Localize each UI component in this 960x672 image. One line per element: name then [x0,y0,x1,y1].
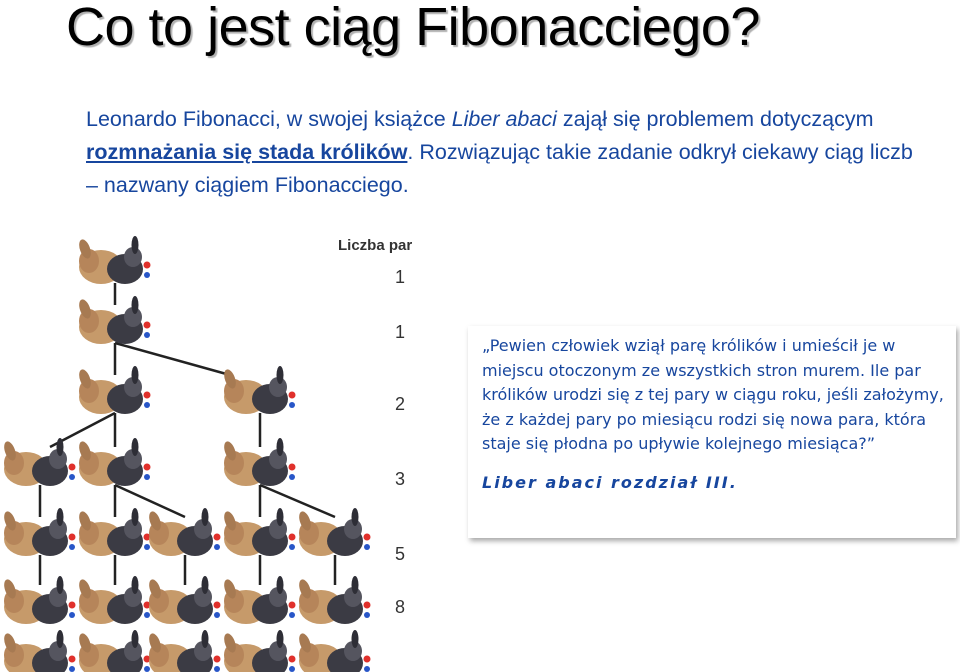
count-label: 1 [395,322,405,342]
rabbit-tree-svg: Liczba par 1 1 2 3 5 8 [4,236,412,672]
quote-box: „Pewien człowiek wziął parę królików i u… [468,326,956,538]
count-label: 1 [395,267,405,287]
intro-text-1: Leonardo Fibonacci, w swojej książce [86,107,452,131]
tree-connector [114,341,231,377]
count-label: 8 [395,597,405,617]
page-title: Co to jest ciąg Fibonacciego? [66,0,760,57]
intro-text-3: . Rozwiązując takie zadanie odkrył cieka… [86,140,913,197]
rabbit-pair-icon [79,438,151,486]
rabbit-pair-icon [224,630,296,672]
rabbit-pair-icon [149,630,221,672]
rabbit-pair-icon [4,508,76,556]
quote-text: „Pewien człowiek wziął parę królików i u… [482,336,944,453]
rabbit-pair-icon [224,366,296,414]
rabbit-pair-icon [4,630,76,672]
rabbit-pair-icon [79,508,151,556]
rabbit-pair-icon [4,576,76,624]
rabbit-pair-icon [79,296,151,344]
rabbit-pair-icon [149,508,221,556]
rabbit-pair-icon [79,576,151,624]
rabbit-pair-icon [224,508,296,556]
rabbit-tree-diagram: Liczba par 1 1 2 3 5 8 [0,225,425,672]
rabbit-pair-icon [79,236,151,284]
count-label: 5 [395,544,405,564]
rabbit-pair-icon [299,576,371,624]
intro-paragraph: Leonardo Fibonacci, w swojej książce Lib… [86,103,926,202]
tree-connector [114,483,186,519]
count-label: 3 [395,469,405,489]
rabbits-link[interactable]: rozmnażania się stada królików [86,140,408,164]
rabbit-pair-icon [299,508,371,556]
book-title: Liber abaci [451,107,557,131]
count-label: 2 [395,394,405,414]
tree-connector [259,483,336,519]
rabbit-pair-icon [299,630,371,672]
rabbit-pair-icon [4,438,76,486]
intro-text-2: zajął się problemem dotyczącym [556,107,874,131]
chart-header: Liczba par [338,237,412,254]
rabbit-pair-icon [79,366,151,414]
rabbit-pair-icon [224,576,296,624]
rabbit-pair-icon [224,438,296,486]
quote-source: Liber abaci rozdział III. [482,472,738,492]
rabbit-pair-icon [149,576,221,624]
rabbit-pair-icon [79,630,151,672]
